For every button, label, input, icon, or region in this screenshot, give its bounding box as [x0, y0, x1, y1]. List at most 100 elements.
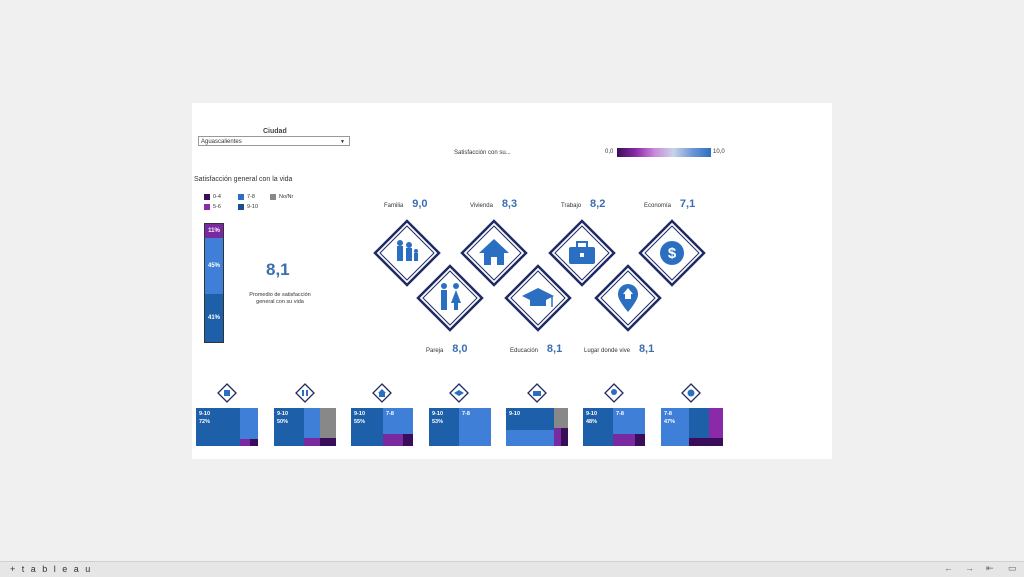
dim-name: Familia	[384, 203, 404, 209]
legend-item: No/Nr	[270, 194, 293, 200]
tile-secondary[interactable]	[240, 408, 258, 439]
diamond-icons: $	[373, 219, 706, 332]
tile-minor[interactable]	[635, 434, 645, 446]
treemap-work[interactable]: 9-10	[506, 408, 568, 446]
colorbar-min: 0,0	[605, 149, 614, 155]
svg-text:$: $	[668, 245, 677, 262]
graduation-cap-icon[interactable]	[449, 383, 469, 403]
bar-segment-5-6[interactable]: 11%	[205, 224, 223, 238]
dollar-icon[interactable]: $	[638, 219, 706, 287]
dim-lugar: Lugar donde vive 8,1	[584, 339, 654, 357]
dim-economia: Economía 7,1	[644, 194, 695, 212]
couple-icon[interactable]	[416, 264, 484, 332]
dim-name: Vivienda	[470, 203, 493, 209]
redo-icon[interactable]: →	[965, 563, 974, 573]
dim-name: Pareja	[426, 348, 444, 354]
tile-nonr[interactable]	[320, 408, 336, 438]
dim-name: Trabajo	[561, 203, 582, 209]
fullscreen-icon[interactable]: ▭	[1008, 563, 1017, 573]
dim-value: 8,2	[590, 198, 606, 210]
tile-minor[interactable]	[561, 428, 568, 446]
tile-minor[interactable]	[613, 434, 635, 446]
dim-name: Educación	[510, 348, 539, 354]
average-caption: Promedio de satisfacción general con su …	[249, 292, 311, 305]
tile-minor[interactable]	[304, 438, 320, 446]
tile-minor[interactable]	[320, 438, 336, 446]
briefcase-icon[interactable]	[548, 219, 616, 287]
tile-secondary[interactable]: 7-8	[383, 408, 413, 434]
tile-nonr[interactable]	[554, 408, 568, 428]
average-value: 8,1	[266, 260, 290, 279]
satisfaction-stacked-bar[interactable]: 11% 45% 41%	[204, 223, 224, 343]
briefcase-icon[interactable]	[527, 383, 547, 403]
undo-icon[interactable]: ←	[944, 563, 953, 573]
location-pin-icon[interactable]	[604, 383, 624, 403]
satisfaction-legend: 0-4 7-8 No/Nr 5-6 9-10	[204, 194, 314, 214]
tableau-toolbar: + t a b l e a u ← → ⇤ ▭	[0, 561, 1024, 577]
tile-minor[interactable]	[709, 408, 723, 438]
couple-icon[interactable]	[295, 383, 315, 403]
dashboard: Ciudad Aguascalientes ▼ Satisfacción gen…	[192, 103, 832, 459]
chevron-down-icon[interactable]: ▼	[340, 139, 345, 145]
city-select[interactable]: Aguascalientes ▼	[198, 136, 350, 146]
legend-item: 7-8	[238, 194, 255, 200]
tile-secondary[interactable]: 7-8	[459, 408, 491, 446]
dim-pareja: Pareja 8,0	[426, 339, 468, 357]
city-filter-title: Ciudad	[263, 128, 287, 135]
dim-value: 8,1	[638, 343, 655, 355]
satisfaction-title: Satisfacción general con la vida	[194, 176, 293, 183]
dim-vivienda: Vivienda 8,3	[470, 194, 517, 212]
location-pin-icon[interactable]	[594, 264, 662, 332]
tile-minor[interactable]	[383, 434, 403, 446]
tile-minor[interactable]	[689, 438, 723, 446]
colorbar	[617, 148, 711, 157]
dim-value: 8,3	[501, 198, 518, 210]
dim-value: 9,0	[412, 198, 428, 210]
house-icon[interactable]	[460, 219, 528, 287]
tile-secondary[interactable]	[304, 408, 320, 438]
graduation-cap-icon[interactable]	[504, 264, 572, 332]
tile-secondary[interactable]	[506, 430, 554, 446]
tile-minor[interactable]	[250, 439, 258, 446]
family-icon[interactable]	[217, 383, 237, 403]
small-icons-row	[217, 383, 701, 403]
tableau-logo[interactable]: + t a b l e a u	[10, 564, 93, 574]
legend-item: 5-6	[204, 204, 221, 210]
dim-name: Economía	[644, 203, 672, 209]
tile-minor[interactable]	[554, 428, 561, 446]
tile-secondary[interactable]	[689, 408, 709, 438]
legend-item: 0-4	[204, 194, 221, 200]
bar-segment-7-8[interactable]: 45%	[205, 238, 223, 294]
dollar-icon[interactable]	[681, 383, 701, 403]
dim-name: Lugar donde vive	[584, 348, 631, 354]
family-icon[interactable]	[373, 219, 441, 287]
house-icon[interactable]	[372, 383, 392, 403]
dim-value: 8,0	[452, 343, 468, 355]
tile-minor[interactable]	[240, 439, 250, 446]
colorbar-title: Satisfacción con su...	[454, 150, 511, 156]
tile-main[interactable]: 9-10	[506, 408, 554, 430]
bar-segment-9-10[interactable]: 41%	[205, 294, 223, 342]
dim-value: 8,1	[546, 343, 563, 355]
dim-value: 7,1	[679, 198, 696, 210]
city-select-value: Aguascalientes	[201, 139, 242, 145]
dim-trabajo: Trabajo 8,2	[561, 194, 605, 212]
dim-educacion: Educación 8,1	[510, 339, 562, 357]
tile-minor[interactable]	[403, 434, 413, 446]
tile-secondary[interactable]: 7-8	[613, 408, 645, 434]
legend-item: 9-10	[238, 204, 258, 210]
dim-familia: Familia 9,0	[384, 194, 428, 212]
revert-icon[interactable]: ⇤	[986, 563, 994, 573]
